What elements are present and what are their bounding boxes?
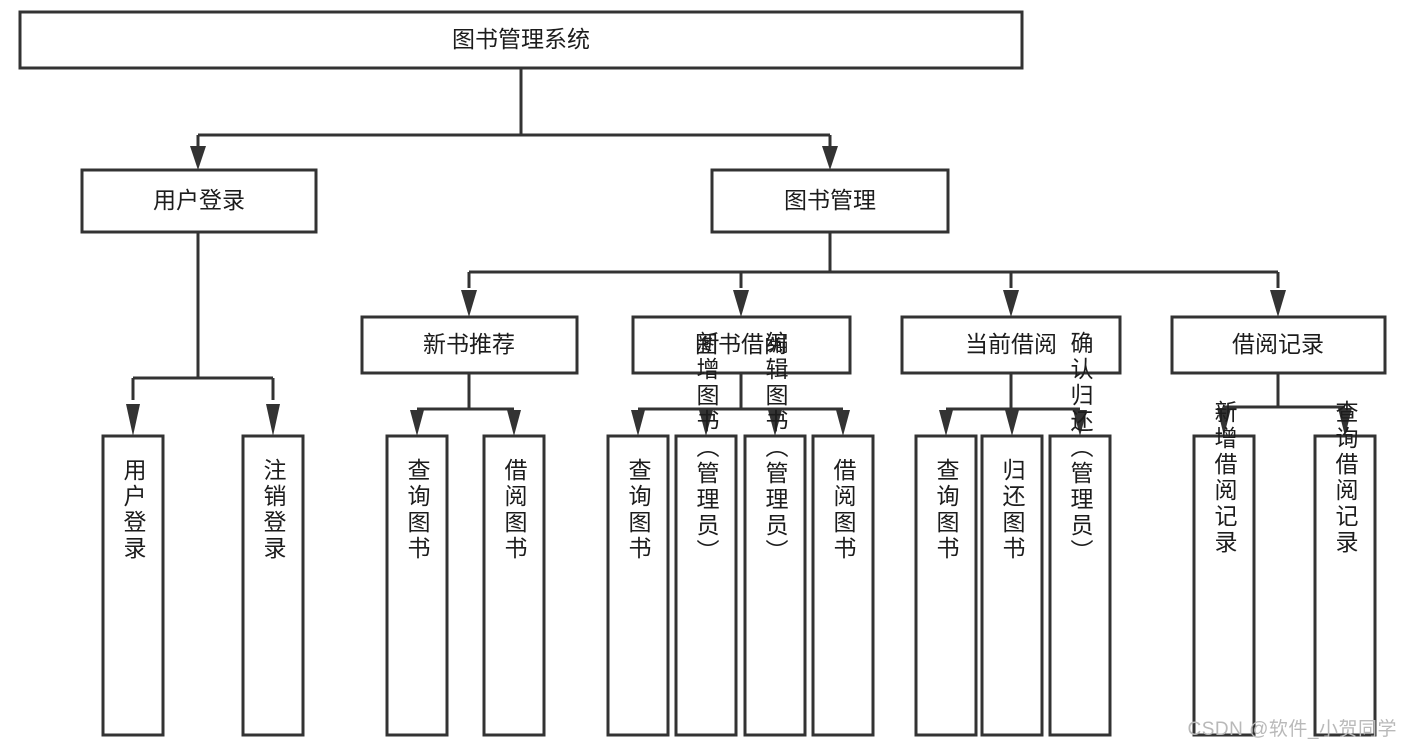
leaf-node[interactable]: 新增借阅记录 bbox=[1192, 400, 1256, 737]
leaf-query-book-2-label: 查询图书 bbox=[625, 458, 652, 562]
leaf-node[interactable]: 注销登录 bbox=[241, 434, 305, 737]
leaf-node[interactable]: 查询图书 bbox=[606, 434, 670, 737]
leaf-node[interactable]: 归还图书 bbox=[980, 434, 1044, 737]
node-book-borrow-box[interactable] bbox=[631, 315, 852, 375]
leaf-return-book-label: 归还图书 bbox=[999, 458, 1026, 562]
arrow-ul-leaf-2 bbox=[266, 404, 280, 436]
arrow-nbr-leaf-2 bbox=[507, 410, 521, 436]
leaf-node[interactable]: 查询借阅记录 bbox=[1313, 400, 1377, 737]
node-root-box[interactable] bbox=[18, 10, 1024, 70]
arrow-nbr-leaf-1 bbox=[410, 410, 424, 436]
leaf-confirm-return-label: 确认归还（管理员） bbox=[1067, 331, 1094, 565]
node-book-borrow[interactable]: 图书借阅 bbox=[631, 315, 852, 375]
arrow-ul-leaf-1 bbox=[126, 404, 140, 436]
node-current-borrow-label: 当前借阅 bbox=[965, 331, 1057, 357]
arrow-br-leaf-1 bbox=[1217, 408, 1231, 436]
arrow-bb-leaf-4 bbox=[836, 410, 850, 436]
leaf-add-record-label: 新增借阅记录 bbox=[1211, 400, 1238, 556]
node-book-borrow-label: 图书借阅 bbox=[695, 331, 787, 357]
node-borrow-record-label: 借阅记录 bbox=[1232, 331, 1324, 357]
leaf-user-logout-label: 注销登录 bbox=[260, 458, 287, 562]
leaf-borrow-book-1-label: 借阅图书 bbox=[501, 458, 528, 562]
node-borrow-record[interactable]: 借阅记录 bbox=[1170, 315, 1387, 375]
arrow-cb-leaf-2 bbox=[1005, 410, 1019, 436]
arrow-br-leaf-2 bbox=[1338, 408, 1352, 436]
leaf-add-record-box[interactable] bbox=[1192, 434, 1256, 737]
arrow-cb-leaf-3 bbox=[1073, 410, 1087, 436]
leaf-query-book-2-box[interactable] bbox=[606, 434, 670, 737]
leaf-edit-book-label: 编辑图书（管理员） bbox=[762, 331, 789, 565]
leaf-node[interactable]: 用户登录 bbox=[101, 434, 165, 737]
leaf-query-record-box[interactable] bbox=[1313, 434, 1377, 737]
node-book-management-box[interactable] bbox=[710, 168, 950, 234]
leaf-node[interactable]: 确认归还（管理员） bbox=[1048, 331, 1112, 737]
leaf-node[interactable]: 查询图书 bbox=[385, 434, 449, 737]
leaf-query-record-label: 查询借阅记录 bbox=[1332, 400, 1359, 556]
node-borrow-record-box[interactable] bbox=[1170, 315, 1387, 375]
node-user-login-label: 用户登录 bbox=[153, 187, 245, 213]
node-root-label: 图书管理系统 bbox=[452, 26, 590, 52]
leaf-borrow-book-1-box[interactable] bbox=[482, 434, 546, 737]
leaf-add-book-label: 新增图书（管理员） bbox=[693, 331, 720, 565]
arrow-bm-to-current-borrow bbox=[1003, 290, 1019, 317]
leaf-query-book-3-box[interactable] bbox=[914, 434, 978, 737]
node-user-login-box[interactable] bbox=[80, 168, 318, 234]
leaf-add-book-box[interactable] bbox=[674, 434, 738, 737]
node-current-borrow[interactable]: 当前借阅 bbox=[900, 315, 1122, 375]
leaf-node[interactable]: 借阅图书 bbox=[482, 434, 546, 737]
arrow-root-to-book-management bbox=[822, 146, 838, 170]
leaf-edit-book-box[interactable] bbox=[743, 434, 807, 737]
arrow-root-to-user-login bbox=[190, 146, 206, 170]
arrow-bb-leaf-2 bbox=[699, 410, 713, 436]
leaf-borrow-book-2-box[interactable] bbox=[811, 434, 875, 737]
arrow-cb-leaf-1 bbox=[939, 410, 953, 436]
node-new-book-recommend-label: 新书推荐 bbox=[423, 331, 515, 357]
node-new-book-recommend[interactable]: 新书推荐 bbox=[360, 315, 579, 375]
leaf-query-book-1-box[interactable] bbox=[385, 434, 449, 737]
edges-layer bbox=[126, 68, 1352, 436]
leaf-confirm-return-box[interactable] bbox=[1048, 434, 1112, 737]
arrow-bb-leaf-3 bbox=[768, 410, 782, 436]
leaf-return-book-box[interactable] bbox=[980, 434, 1044, 737]
node-book-management-label: 图书管理 bbox=[784, 187, 876, 213]
leaf-node[interactable]: 查询图书 bbox=[914, 434, 978, 737]
arrow-bm-to-new-book bbox=[461, 290, 477, 317]
leaf-user-logout-box[interactable] bbox=[241, 434, 305, 737]
leaf-user-login-box[interactable] bbox=[101, 434, 165, 737]
leaf-query-book-1-label: 查询图书 bbox=[404, 458, 431, 562]
arrow-bb-leaf-1 bbox=[631, 410, 645, 436]
leaf-borrow-book-2-label: 借阅图书 bbox=[830, 458, 857, 562]
leaf-node[interactable]: 编辑图书（管理员） bbox=[743, 331, 807, 737]
node-current-borrow-box[interactable] bbox=[900, 315, 1122, 375]
arrow-bm-to-book-borrow bbox=[733, 290, 749, 317]
node-root[interactable]: 图书管理系统 bbox=[18, 10, 1024, 70]
leaf-query-book-3-label: 查询图书 bbox=[933, 458, 960, 562]
node-user-login[interactable]: 用户登录 bbox=[80, 168, 318, 234]
leaf-user-login-label: 用户登录 bbox=[120, 458, 147, 562]
node-book-management[interactable]: 图书管理 bbox=[710, 168, 950, 234]
leaf-node[interactable]: 借阅图书 bbox=[811, 434, 875, 737]
leaf-node[interactable]: 新增图书（管理员） bbox=[674, 331, 738, 737]
arrow-bm-to-borrow-record bbox=[1270, 290, 1286, 317]
node-new-book-recommend-box[interactable] bbox=[360, 315, 579, 375]
